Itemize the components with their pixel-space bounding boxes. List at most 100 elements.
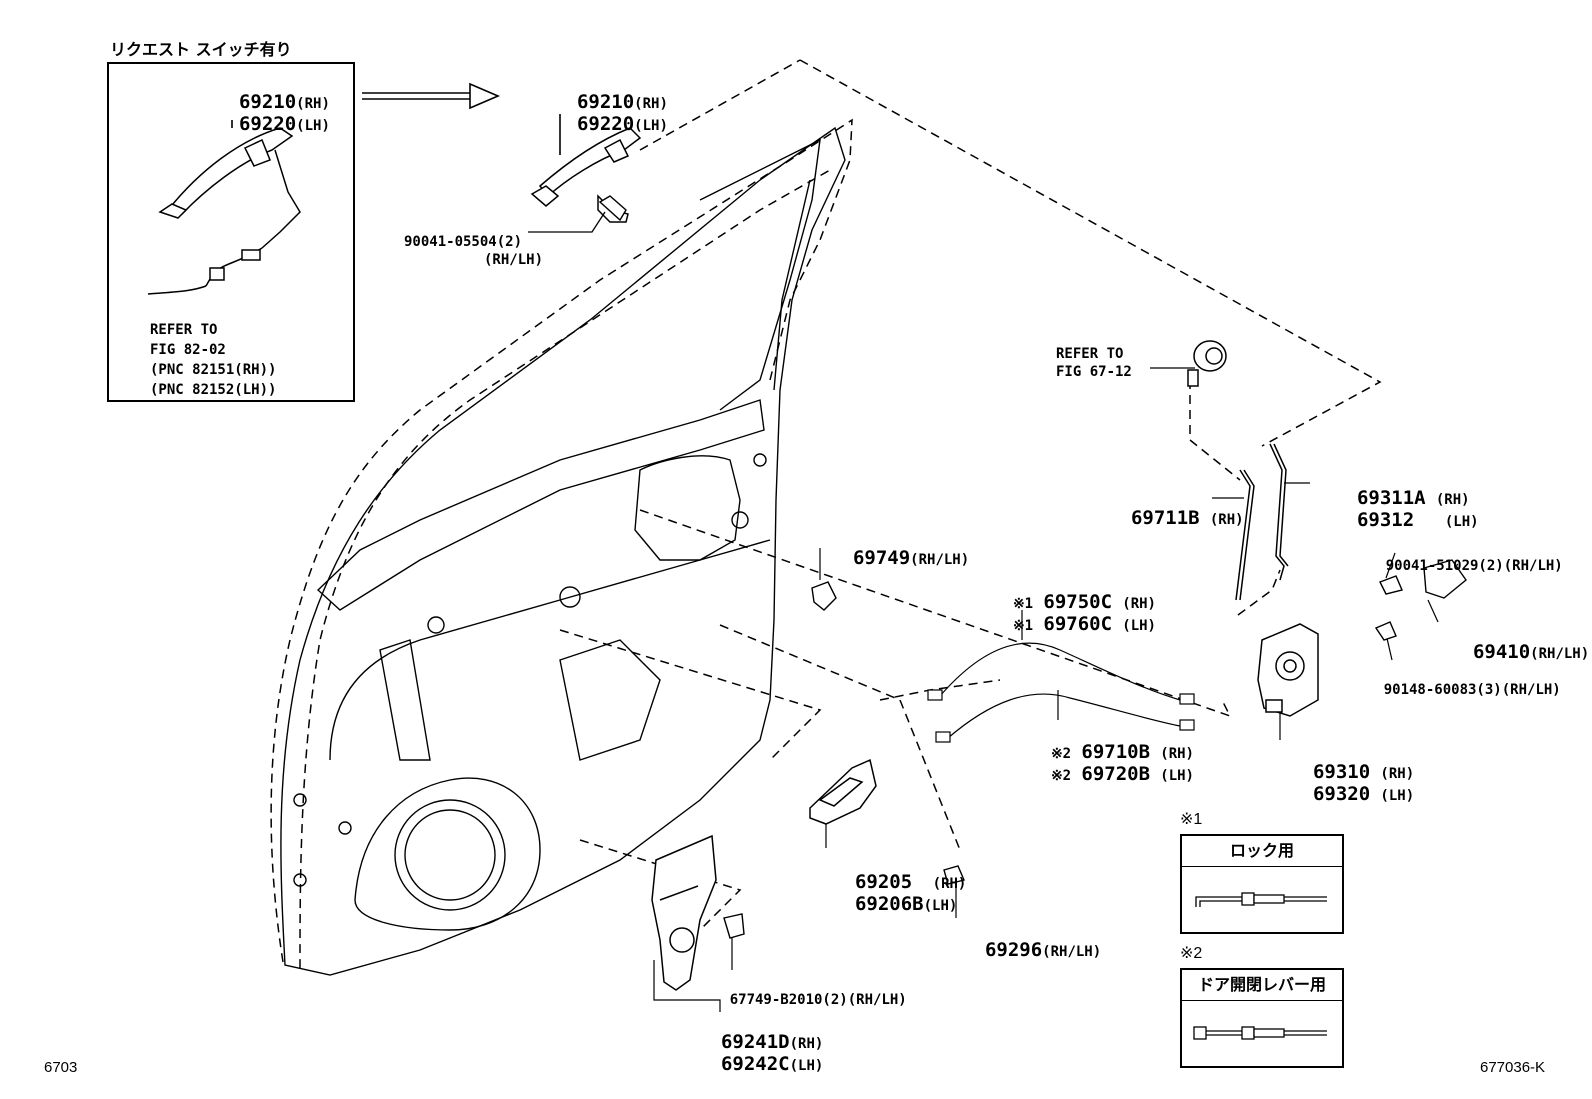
label-69720b: ※2 69720B (LH) <box>1010 744 1194 806</box>
label-67749-b2010-side: (RH/LH) <box>847 992 907 1008</box>
label-69296: 69296(RH/LH) <box>944 920 1101 982</box>
label-69205: 69205 (RH) <box>814 852 966 914</box>
screw-icon <box>598 195 1467 641</box>
label-69711b-side: (RH) <box>1209 512 1244 528</box>
inset-handle-icon <box>147 127 301 295</box>
inset-part-lh-side: (LH) <box>296 118 330 134</box>
label-69720b-number: 69720B <box>1081 763 1151 785</box>
footer-right-code: 677036-K <box>1480 1059 1546 1076</box>
label-69205-number: 69205 <box>854 871 913 893</box>
inset-part-lh: 69220(LH) <box>198 94 330 156</box>
label-69312-number: 69312 <box>1356 509 1415 531</box>
label-69210-side: (RH) <box>634 96 668 112</box>
label-69312-side: (LH) <box>1444 514 1479 530</box>
label-69206b: 69206B(LH) <box>814 874 957 936</box>
label-69720b-mark: ※2 <box>1050 768 1072 784</box>
label-69311a: 69311A (RH) <box>1316 468 1470 530</box>
label-69750c-mark: ※1 <box>1012 596 1034 612</box>
label-69410: 69410(RH/LH) <box>1432 622 1589 684</box>
label-69720b-side: (LH) <box>1160 768 1194 784</box>
label-69749: 69749(RH/LH) <box>812 528 969 590</box>
label-90148-60083-number: 90148-60083(3) <box>1383 682 1502 698</box>
label-69242c-side: (LH) <box>789 1058 824 1074</box>
label-69310-number: 69310 <box>1312 761 1371 783</box>
label-69410-side: (RH/LH) <box>1530 646 1590 662</box>
clip-icon <box>723 581 965 939</box>
door-panel-icon <box>280 126 846 976</box>
label-69749-number: 69749 <box>852 547 911 569</box>
label-69710b: ※2 69710B (RH) <box>1010 722 1194 784</box>
label-69750c-side: (RH) <box>1122 596 1156 612</box>
label-69241d-number: 69241D <box>720 1031 790 1053</box>
label-69311a-number: 69311A <box>1356 487 1426 509</box>
label-69749-side: (RH/LH) <box>910 552 970 568</box>
inset-refer-4: (PNC 82152(LH)) <box>150 382 277 398</box>
label-69310: 69310 (RH) <box>1272 742 1414 804</box>
lock-rod-icon <box>1235 443 1289 601</box>
label-69206b-side: (LH) <box>923 898 958 914</box>
label-69242c: 69242C(LH) <box>680 1034 823 1096</box>
inset-frame <box>107 62 355 402</box>
label-69711b: 69711B (RH) <box>1090 488 1244 550</box>
label-69320-number: 69320 <box>1312 783 1371 805</box>
inset-refer-1: REFER TO <box>150 322 218 338</box>
label-90041-51029-side: (RH/LH) <box>1503 558 1563 574</box>
label-90041-51029-number: 90041-51029(2) <box>1385 558 1504 574</box>
label-69750c: ※1 69750C (RH) <box>972 572 1156 634</box>
door-handle-icon <box>530 127 642 223</box>
cable-icon <box>927 642 1195 743</box>
label-69760c-side: (LH) <box>1122 618 1156 634</box>
legend-box-lock: ロック用 <box>1180 834 1344 934</box>
label-69312: 69312 (LH) <box>1316 490 1479 552</box>
legend-lever-cable-icon <box>1193 1026 1327 1040</box>
label-69710b-mark: ※2 <box>1050 746 1072 762</box>
label-69320-side: (LH) <box>1380 788 1415 804</box>
legend-head-lever: ドア開閉レバー用 <box>1182 970 1342 1001</box>
door-frame-dashed <box>270 59 1382 969</box>
door-lock-assembly-icon <box>1257 623 1319 717</box>
door-lock-cylinder-icon <box>1187 340 1227 387</box>
inset-part-rh-side: (RH) <box>296 96 330 112</box>
label-90148-60083: 90148-60083(3)(RH/LH) <box>1350 660 1561 720</box>
label-69760c-number: 69760C <box>1043 613 1113 635</box>
label-90148-60083-side: (RH/LH) <box>1501 682 1561 698</box>
label-69296-side: (RH/LH) <box>1042 944 1102 960</box>
label-69710b-number: 69710B <box>1081 741 1151 763</box>
label-69296-number: 69296 <box>984 939 1043 961</box>
inset-refer-2: FIG 82-02 <box>150 342 226 358</box>
label-69760c-mark: ※1 <box>1012 618 1034 634</box>
label-refer-cyl-1: REFER TO <box>1056 346 1124 362</box>
label-67749-b2010: 67749-B2010(2)(RH/LH) <box>696 970 907 1030</box>
legend-mark-2: ※2 <box>1180 945 1203 962</box>
label-69241d: 69241D(RH) <box>680 1012 823 1074</box>
label-69711b-number: 69711B <box>1130 507 1200 529</box>
label-90041-05504-side: (RH/LH) <box>484 252 544 268</box>
label-69410-number: 69410 <box>1472 641 1531 663</box>
label-69750c-number: 69750C <box>1043 591 1113 613</box>
label-refer-cyl-2: FIG 67-12 <box>1056 364 1132 380</box>
legend-mark-1: ※1 <box>1180 811 1203 828</box>
label-69210: 69210(RH) <box>536 72 668 134</box>
label-69710b-side: (RH) <box>1160 746 1194 762</box>
legend-lock-cable-icon <box>1195 892 1327 907</box>
footer-left-code: 6703 <box>44 1059 78 1076</box>
label-90041-05504: 90041-05504(2) <box>404 234 523 250</box>
inner-handle-icon <box>809 758 877 825</box>
inset-part-rh: 69210(RH) <box>198 72 330 134</box>
label-69760c: ※1 69760C (LH) <box>972 594 1156 656</box>
leader-lines <box>653 367 1439 1012</box>
label-69220: 69220(LH) <box>536 94 668 156</box>
label-69206b-number: 69206B <box>854 893 924 915</box>
label-67749-b2010-number: 67749-B2010(2) <box>729 992 848 1008</box>
label-69241d-side: (RH) <box>789 1036 824 1052</box>
door-cover-plate-icon <box>651 834 717 991</box>
label-69320: 69320 (LH) <box>1272 764 1414 826</box>
label-69220-number: 69220 <box>576 113 635 135</box>
label-69220-side: (LH) <box>634 118 668 134</box>
legend-box-lever: ドア開閉レバー用 <box>1180 968 1344 1068</box>
label-69210-number: 69210 <box>576 91 635 113</box>
label-69310-side: (RH) <box>1380 766 1415 782</box>
label-90041-51029: 90041-51029(2)(RH/LH) <box>1352 536 1563 596</box>
